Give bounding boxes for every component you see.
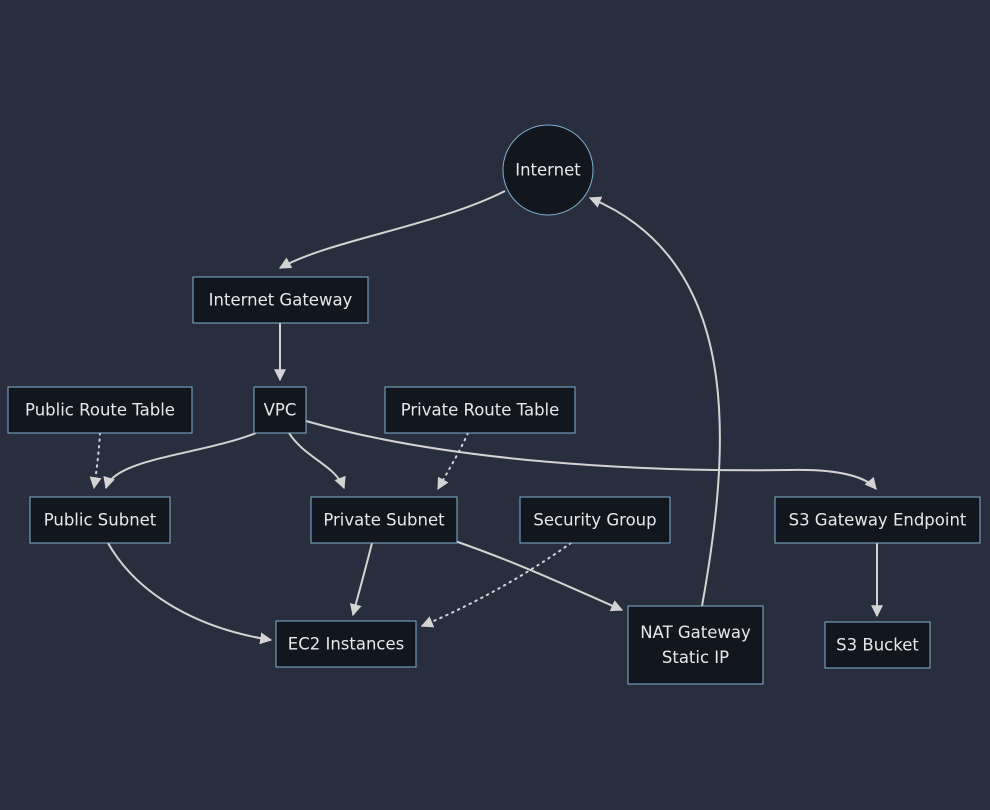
node-private-rt: Private Route Table: [384, 386, 576, 434]
node-s3-bucket: S3 Bucket: [824, 621, 931, 669]
node-shape: [502, 124, 594, 216]
edge-private-rt-to-private-subnet: [437, 432, 469, 491]
edge-nat-to-internet: [588, 196, 721, 607]
node-igw: Internet Gateway: [192, 276, 369, 324]
edge-private-subnet-to-ec2: [349, 542, 373, 617]
node-shape: [824, 621, 931, 669]
node-public-subnet: Public Subnet: [29, 496, 171, 544]
node-s3-endpoint: S3 Gateway Endpoint: [774, 496, 981, 544]
node-label-igw: Internet Gateway: [209, 291, 353, 310]
edge-private-subnet-to-nat: [451, 539, 624, 612]
node-shape: [7, 386, 193, 434]
node-shape: [627, 605, 764, 685]
node-ec2: EC2 Instances: [275, 620, 417, 668]
node-vpc: VPC: [253, 386, 307, 434]
node-internet: Internet: [502, 124, 594, 216]
node-label-public-rt: Public Route Table: [25, 401, 175, 420]
node-shape: [774, 496, 981, 544]
node-label-security-group: Security Group: [533, 511, 656, 530]
edge-vpc-to-public-subnet: [103, 432, 257, 490]
node-label-s3-endpoint: S3 Gateway Endpoint: [789, 511, 967, 530]
node-shape: [310, 496, 458, 544]
node-shape: [29, 496, 171, 544]
node-label-private-subnet: Private Subnet: [323, 511, 445, 530]
node-security-group: Security Group: [519, 496, 671, 544]
edge-public-subnet-to-ec2: [107, 542, 273, 645]
edge-internet-to-igw: [278, 190, 506, 269]
node-shape: [384, 386, 576, 434]
node-label-nat-line1: NAT Gateway: [640, 623, 751, 642]
edges-layer: [89, 190, 883, 645]
edge-vpc-to-s3-endpoint: [305, 420, 877, 490]
node-label-s3-bucket: S3 Bucket: [836, 636, 919, 655]
node-shape: [275, 620, 417, 668]
node-label-public-subnet: Public Subnet: [44, 511, 157, 530]
node-shape: [519, 496, 671, 544]
node-label-vpc: VPC: [264, 401, 297, 420]
node-private-subnet: Private Subnet: [310, 496, 458, 544]
node-label-ec2: EC2 Instances: [288, 635, 404, 654]
node-label-private-rt: Private Route Table: [401, 401, 560, 420]
edge-security-group-to-ec2: [420, 542, 572, 628]
node-label-nat-line2: Static IP: [662, 648, 729, 667]
node-shape: [192, 276, 369, 324]
node-public-rt: Public Route Table: [7, 386, 193, 434]
edge-vpc-to-private-subnet: [288, 432, 346, 490]
node-label-internet: Internet: [515, 161, 581, 180]
node-shape: [253, 386, 307, 434]
edge-public-rt-to-public-subnet: [89, 432, 102, 490]
